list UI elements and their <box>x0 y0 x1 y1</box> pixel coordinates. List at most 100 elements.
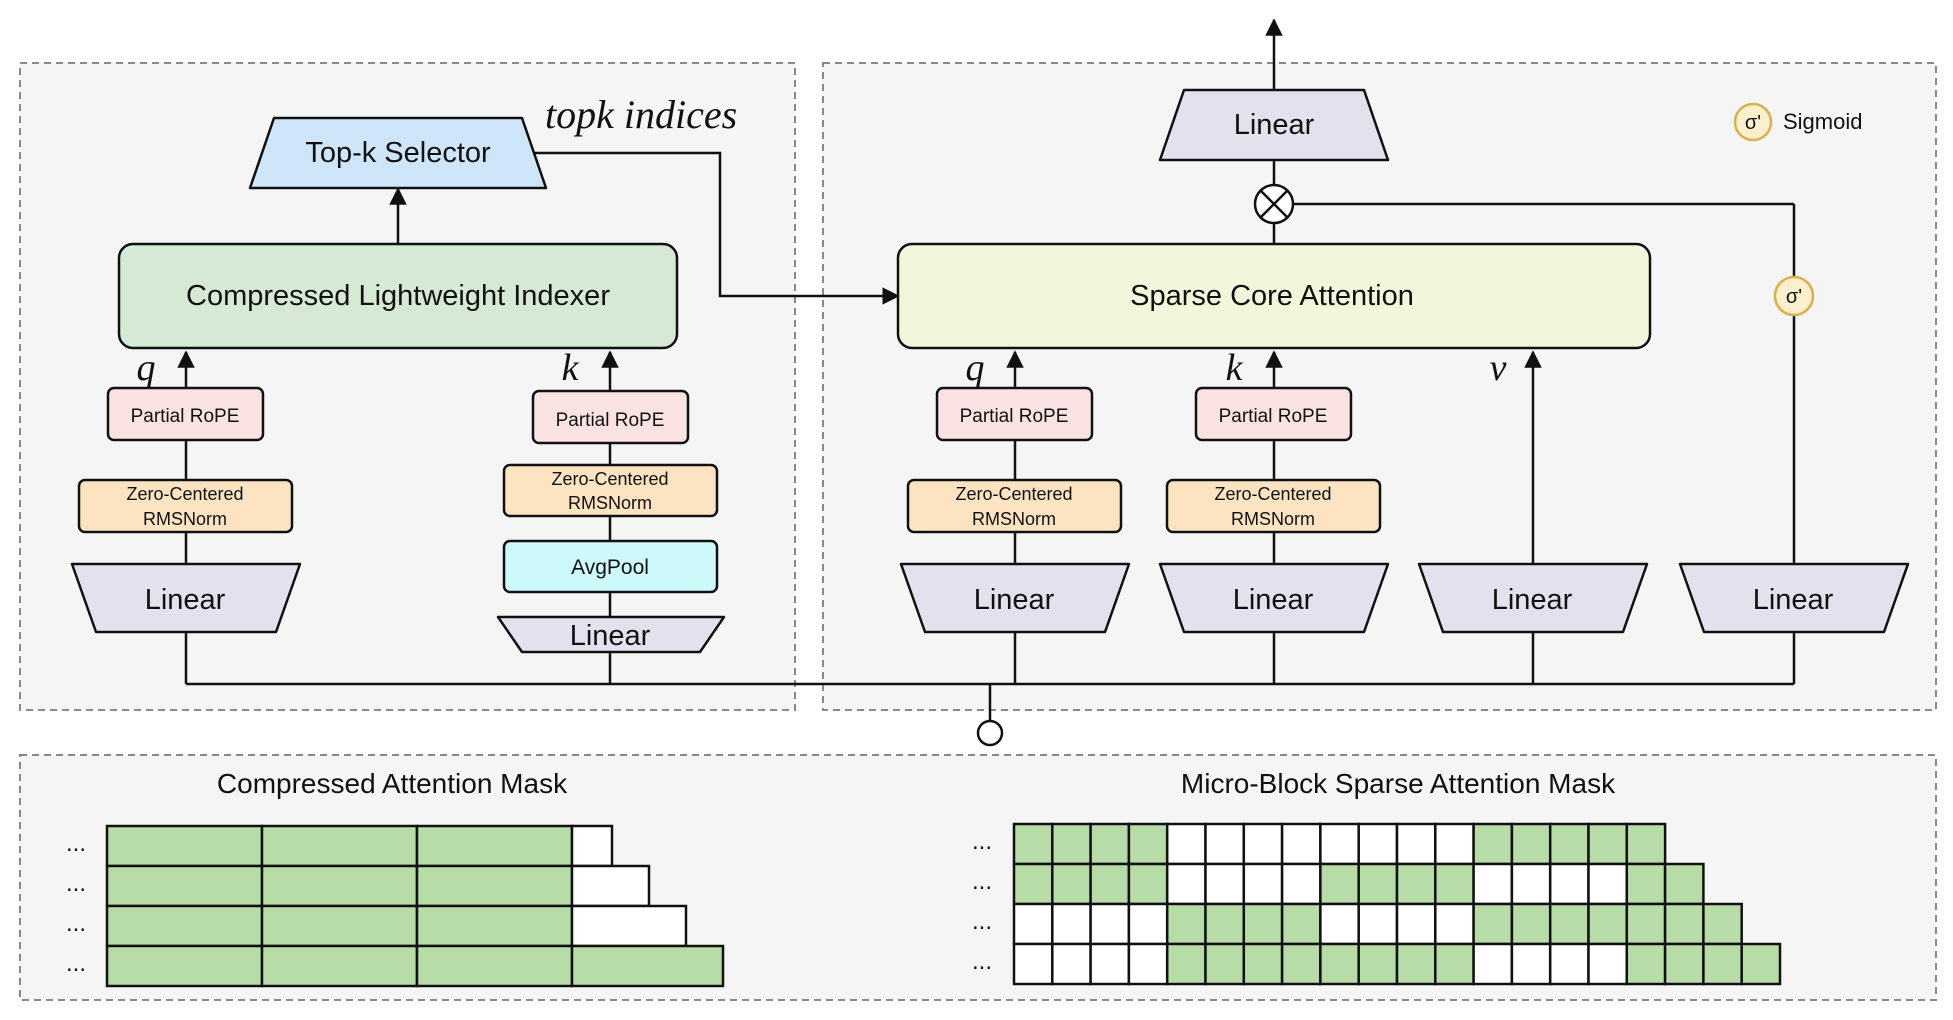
svg-text:Partial RoPE: Partial RoPE <box>1219 406 1328 427</box>
svg-text:RMSNorm: RMSNorm <box>972 509 1056 529</box>
svg-text:AvgPool: AvgPool <box>571 556 649 579</box>
mask-cell <box>1242 862 1284 906</box>
mask-cell <box>1089 862 1131 906</box>
mask-cell <box>570 824 614 868</box>
mask-cell <box>260 824 419 868</box>
attn-q-linear: Linear <box>899 562 1131 634</box>
svg-text:RMSNorm: RMSNorm <box>1231 509 1315 529</box>
svg-text:Partial RoPE: Partial RoPE <box>556 410 665 431</box>
mask-cell <box>1548 942 1590 986</box>
mask-cell <box>1472 902 1514 946</box>
mask-cell <box>1051 902 1092 946</box>
svg-text:Zero-Centered: Zero-Centered <box>955 484 1072 504</box>
mask-cell <box>1319 822 1360 866</box>
mask-cell <box>105 904 264 948</box>
mask-cell <box>1548 862 1590 906</box>
mask-cell <box>1012 822 1054 866</box>
micro-block-mask-title: Micro-Block Sparse Attention Mask <box>1181 768 1616 799</box>
attn-q-partial-rope: Partial RoPE <box>935 386 1094 442</box>
attn-k-partial-rope: Partial RoPE <box>1194 386 1353 442</box>
mask-cell <box>570 944 725 988</box>
mask-cell <box>1434 862 1475 906</box>
mask-cell <box>1165 942 1207 986</box>
attn-q-rmsnorm: Zero-Centered RMSNorm <box>906 478 1123 534</box>
attn-k-label: k <box>1226 347 1244 389</box>
mask-cell <box>1663 902 1705 946</box>
mask-cell <box>1127 942 1169 986</box>
mask-row-ellipsis: ... <box>66 870 86 897</box>
mask-cell <box>1280 822 1322 866</box>
attn-v-linear: Linear <box>1417 562 1649 634</box>
mask-row-ellipsis: ... <box>972 828 992 855</box>
svg-text:Zero-Centered: Zero-Centered <box>126 484 243 504</box>
mask-cell <box>1587 942 1629 986</box>
mask-cell <box>1012 942 1054 986</box>
mask-cell <box>1242 942 1284 986</box>
mask-row-ellipsis: ... <box>66 910 86 937</box>
mask-cell <box>1204 902 1246 946</box>
mask-cell <box>1663 942 1705 986</box>
mask-cell <box>1127 902 1169 946</box>
mask-cell <box>1395 902 1437 946</box>
svg-text:Zero-Centered: Zero-Centered <box>1214 484 1331 504</box>
mask-row-ellipsis: ... <box>66 950 86 977</box>
attn-gate-linear: Linear <box>1678 562 1910 634</box>
indexer-q-linear: Linear <box>70 562 302 634</box>
mask-cell <box>1127 822 1169 866</box>
mask-cell <box>1587 902 1629 946</box>
topk-selector: Top-k Selector <box>248 116 548 190</box>
svg-text:Linear: Linear <box>974 584 1055 616</box>
indexer-k-rmsnorm: Zero-Centered RMSNorm <box>502 463 719 518</box>
mask-cell <box>1625 942 1667 986</box>
connector-lines <box>184 160 1796 720</box>
svg-text:RMSNorm: RMSNorm <box>143 509 227 529</box>
attn-v-label: v <box>1490 347 1507 389</box>
mask-cell <box>1625 822 1667 866</box>
mask-cell <box>260 944 419 988</box>
mask-row-ellipsis: ... <box>972 908 992 935</box>
mask-cell <box>415 904 574 948</box>
mask-row-ellipsis: ... <box>66 830 86 857</box>
sigmoid-legend: σ' Sigmoid <box>1733 102 1862 142</box>
mask-cell <box>1242 902 1284 946</box>
mask-cell <box>1548 902 1590 946</box>
mask-cell <box>1280 942 1322 986</box>
mask-cell <box>1625 862 1667 906</box>
mask-cell <box>1051 822 1092 866</box>
mask-cell <box>1012 862 1054 906</box>
topk-indices-arrow <box>534 151 900 305</box>
mask-row-ellipsis: ... <box>972 948 992 975</box>
mask-cell <box>1089 822 1131 866</box>
attn-k-rmsnorm: Zero-Centered RMSNorm <box>1165 478 1382 534</box>
indexer-q-rmsnorm: Zero-Centered RMSNorm <box>77 478 294 534</box>
compressed-attention-mask: ............ <box>66 824 725 988</box>
mask-cell <box>1510 902 1552 946</box>
mask-cell <box>1204 862 1246 906</box>
mask-cell <box>1434 942 1475 986</box>
mask-cell <box>260 864 419 908</box>
svg-text:Top-k Selector: Top-k Selector <box>305 137 491 169</box>
mask-cell <box>1625 902 1667 946</box>
mask-cell <box>1510 862 1552 906</box>
mask-cell <box>1127 862 1169 906</box>
svg-text:σ': σ' <box>1786 286 1802 308</box>
mask-cell <box>1663 862 1705 906</box>
mask-cell <box>1089 902 1131 946</box>
sigmoid-legend-icon <box>1733 102 1773 142</box>
mask-cell <box>1548 822 1590 866</box>
indexer-q-partial-rope: Partial RoPE <box>106 386 265 442</box>
mask-cell <box>1357 822 1399 866</box>
mask-cell <box>1051 862 1092 906</box>
mask-cell <box>1702 942 1743 986</box>
mask-cell <box>1012 902 1054 946</box>
mask-cell <box>1319 902 1360 946</box>
mask-cell <box>1280 902 1322 946</box>
mask-cell <box>1702 902 1743 946</box>
mask-cell <box>1280 862 1322 906</box>
mask-cell <box>1357 862 1399 906</box>
mask-cell <box>1204 822 1246 866</box>
mask-cell <box>105 824 264 868</box>
mask-cell <box>105 864 264 908</box>
mask-cell <box>1089 942 1131 986</box>
mask-cell <box>1204 942 1246 986</box>
